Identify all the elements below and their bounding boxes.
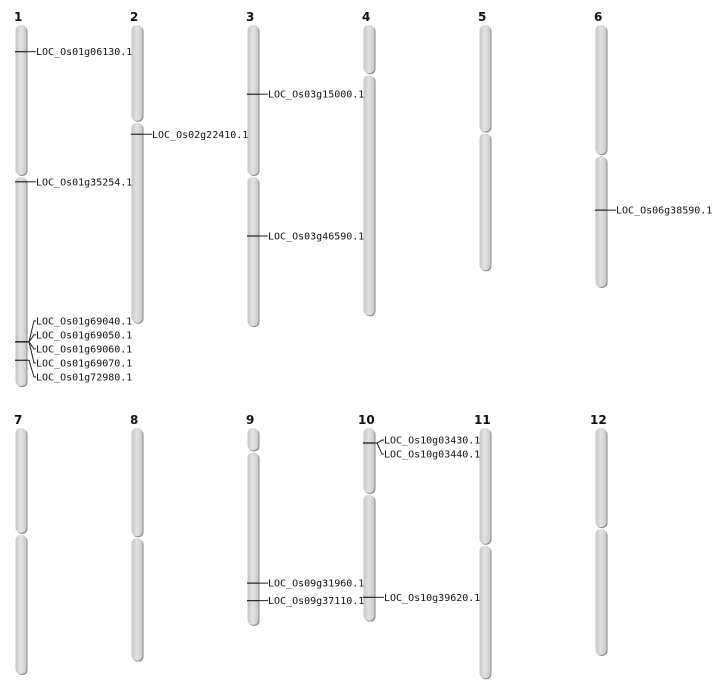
gene-marker[interactable]: LOC_Os03g46590.1 [247, 232, 364, 243]
gene-connector-line [27, 359, 36, 378]
gene-marker[interactable]: LOC_Os01g06130.1 [15, 47, 132, 58]
chromosome-number: 2 [130, 10, 138, 24]
gene-marker[interactable]: LOC_Os06g38590.1 [595, 206, 712, 217]
chromosome-arm [131, 538, 143, 661]
chromosome-arm [131, 25, 143, 121]
chromosome-arm [479, 25, 491, 132]
gene-marker[interactable]: LOC_Os01g69070.1 [15, 341, 132, 370]
chromosome-arm [363, 25, 375, 74]
gene-label: LOC_Os01g69060.1 [36, 344, 132, 355]
gene-marker[interactable]: LOC_Os01g69060.1 [15, 341, 132, 356]
chromosome-4[interactable]: 4 [362, 10, 376, 317]
gene-marker[interactable]: LOC_Os02g22410.1 [131, 130, 248, 141]
chromosome-arm [479, 428, 491, 544]
gene-label: LOC_Os01g35254.1 [36, 177, 132, 188]
gene-label: LOC_Os02g22410.1 [152, 130, 248, 141]
chromosome-12[interactable]: 12 [590, 413, 608, 656]
chromosome-arm [247, 428, 259, 451]
chromosome-number: 1 [14, 10, 22, 24]
chromosome-arm [247, 176, 259, 327]
gene-connector-line [27, 334, 36, 343]
gene-connector-line [27, 341, 36, 364]
chromosome-arm [247, 452, 259, 625]
chromosome-arm [595, 529, 607, 655]
gene-label: LOC_Os10g03440.1 [384, 450, 480, 461]
gene-connector-line [375, 442, 384, 455]
chromosome-7[interactable]: 7 [14, 413, 28, 676]
chromosome-arm [595, 25, 607, 155]
gene-label: LOC_Os01g69050.1 [36, 330, 132, 341]
gene-label: LOC_Os06g38590.1 [616, 206, 712, 217]
chromosome-number: 7 [14, 413, 22, 427]
chromosome-number: 11 [474, 413, 491, 427]
gene-label: LOC_Os01g69070.1 [36, 358, 132, 369]
gene-marker[interactable]: LOC_Os01g72980.1 [15, 359, 132, 383]
chromosome-number: 4 [362, 10, 370, 24]
chromosome-number: 3 [246, 10, 254, 24]
chromosome-arm [363, 428, 375, 493]
chromosome-arm [595, 428, 607, 528]
chromosome-number: 6 [594, 10, 602, 24]
chromosome-arm [479, 133, 491, 271]
chromosome-number: 9 [246, 413, 254, 427]
chromosome-1[interactable]: 1LOC_Os01g06130.1LOC_Os01g35254.1LOC_Os0… [14, 10, 132, 388]
chromosome-number: 10 [358, 413, 375, 427]
chromosome-arm [595, 156, 607, 287]
chromosome-8[interactable]: 8 [130, 413, 144, 662]
chromosome-arm [131, 122, 143, 323]
chromosome-arm [363, 494, 375, 621]
chromosome-arm [479, 545, 491, 679]
chromosome-arm [15, 25, 27, 175]
chromosome-arm [15, 534, 27, 675]
gene-marker[interactable]: LOC_Os10g03430.1 [363, 436, 480, 447]
gene-label: LOC_Os01g06130.1 [36, 47, 132, 58]
gene-marker[interactable]: LOC_Os09g37110.1 [247, 596, 364, 607]
gene-marker[interactable]: LOC_Os10g39620.1 [363, 593, 480, 604]
gene-label: LOC_Os03g15000.1 [268, 90, 364, 101]
gene-marker[interactable]: LOC_Os03g15000.1 [247, 90, 364, 101]
gene-label: LOC_Os10g03430.1 [384, 436, 480, 447]
gene-marker[interactable]: LOC_Os01g69050.1 [15, 330, 132, 343]
gene-marker[interactable]: LOC_Os09g31960.1 [247, 579, 364, 590]
chromosome-arm [131, 428, 143, 537]
gene-label: LOC_Os01g72980.1 [36, 372, 132, 383]
gene-label: LOC_Os03g46590.1 [268, 232, 364, 243]
chromosome-arm [247, 25, 259, 175]
chromosome-arm [15, 176, 27, 387]
chromosome-5[interactable]: 5 [478, 10, 492, 272]
chromosome-arm [363, 75, 375, 316]
chromosome-number: 5 [478, 10, 486, 24]
gene-label: LOC_Os09g31960.1 [268, 579, 364, 590]
chromosome-10[interactable]: 10LOC_Os10g03430.1LOC_Os10g03440.1LOC_Os… [358, 413, 480, 622]
gene-connector-line [27, 341, 36, 350]
gene-marker[interactable]: LOC_Os01g35254.1 [15, 177, 132, 188]
gene-label: LOC_Os09g37110.1 [268, 596, 364, 607]
gene-label: LOC_Os10g39620.1 [384, 593, 480, 604]
chromosome-11[interactable]: 11 [474, 413, 492, 680]
gene-label: LOC_Os01g69040.1 [36, 316, 132, 327]
gene-marker[interactable]: LOC_Os10g03440.1 [363, 442, 480, 461]
chromosome-number: 8 [130, 413, 138, 427]
chromosome-arm [15, 428, 27, 533]
chromosome-number: 12 [590, 413, 607, 427]
